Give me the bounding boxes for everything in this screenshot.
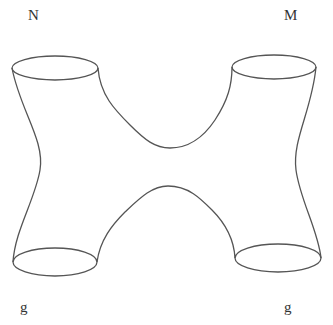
- boundary-label: M: [284, 8, 297, 23]
- boundary-label: g: [20, 300, 28, 315]
- bottom-left-boundary: [13, 248, 97, 276]
- boundary-label: g: [284, 300, 292, 315]
- top-right-boundary: [232, 55, 316, 79]
- top-left-boundary: [12, 56, 98, 80]
- bottom-right-boundary: [235, 244, 321, 272]
- upper-saddle-curve: [98, 67, 232, 148]
- right-outer-side: [295, 67, 321, 258]
- left-outer-side: [12, 68, 41, 262]
- lower-saddle-curve: [97, 186, 235, 262]
- boundary-label: N: [28, 8, 39, 23]
